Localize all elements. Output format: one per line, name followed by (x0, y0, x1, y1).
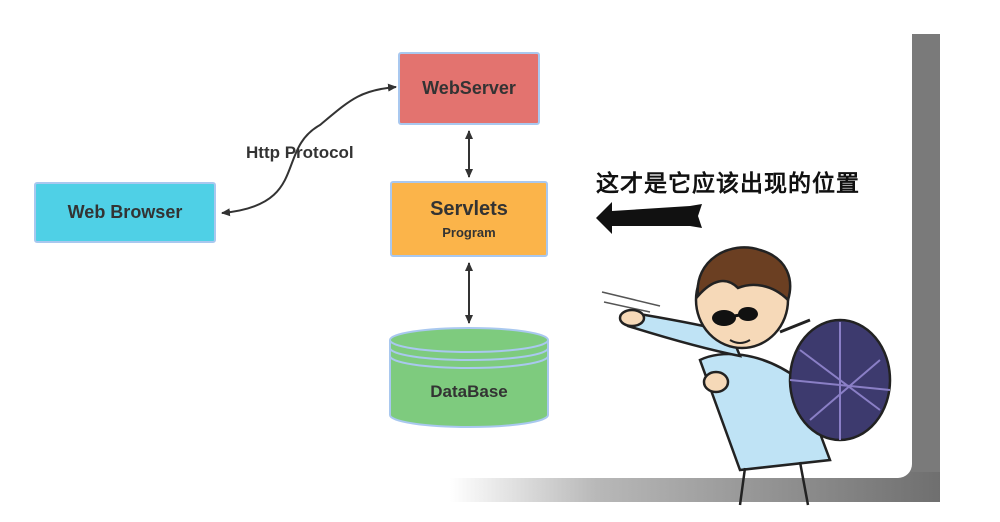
servlets-sublabel: Program (442, 225, 496, 240)
webserver-label: WebServer (422, 78, 516, 98)
servlets-node: Servlets Program (390, 181, 548, 257)
comic-pointer-arrow (596, 202, 702, 234)
http-protocol-label: Http Protocol (246, 143, 354, 162)
webserver-node: WebServer (398, 52, 540, 125)
comic-caption: 这才是它应该出现的位置 (596, 171, 860, 197)
http-protocol-arrow (221, 83, 397, 217)
servlets-label: Servlets (430, 198, 508, 220)
web-browser-node: Web Browser (34, 182, 216, 243)
comic-character (601, 246, 892, 506)
database-label: DataBase (430, 382, 508, 401)
database-cylinder (389, 327, 549, 428)
web-browser-label: Web Browser (67, 202, 183, 222)
